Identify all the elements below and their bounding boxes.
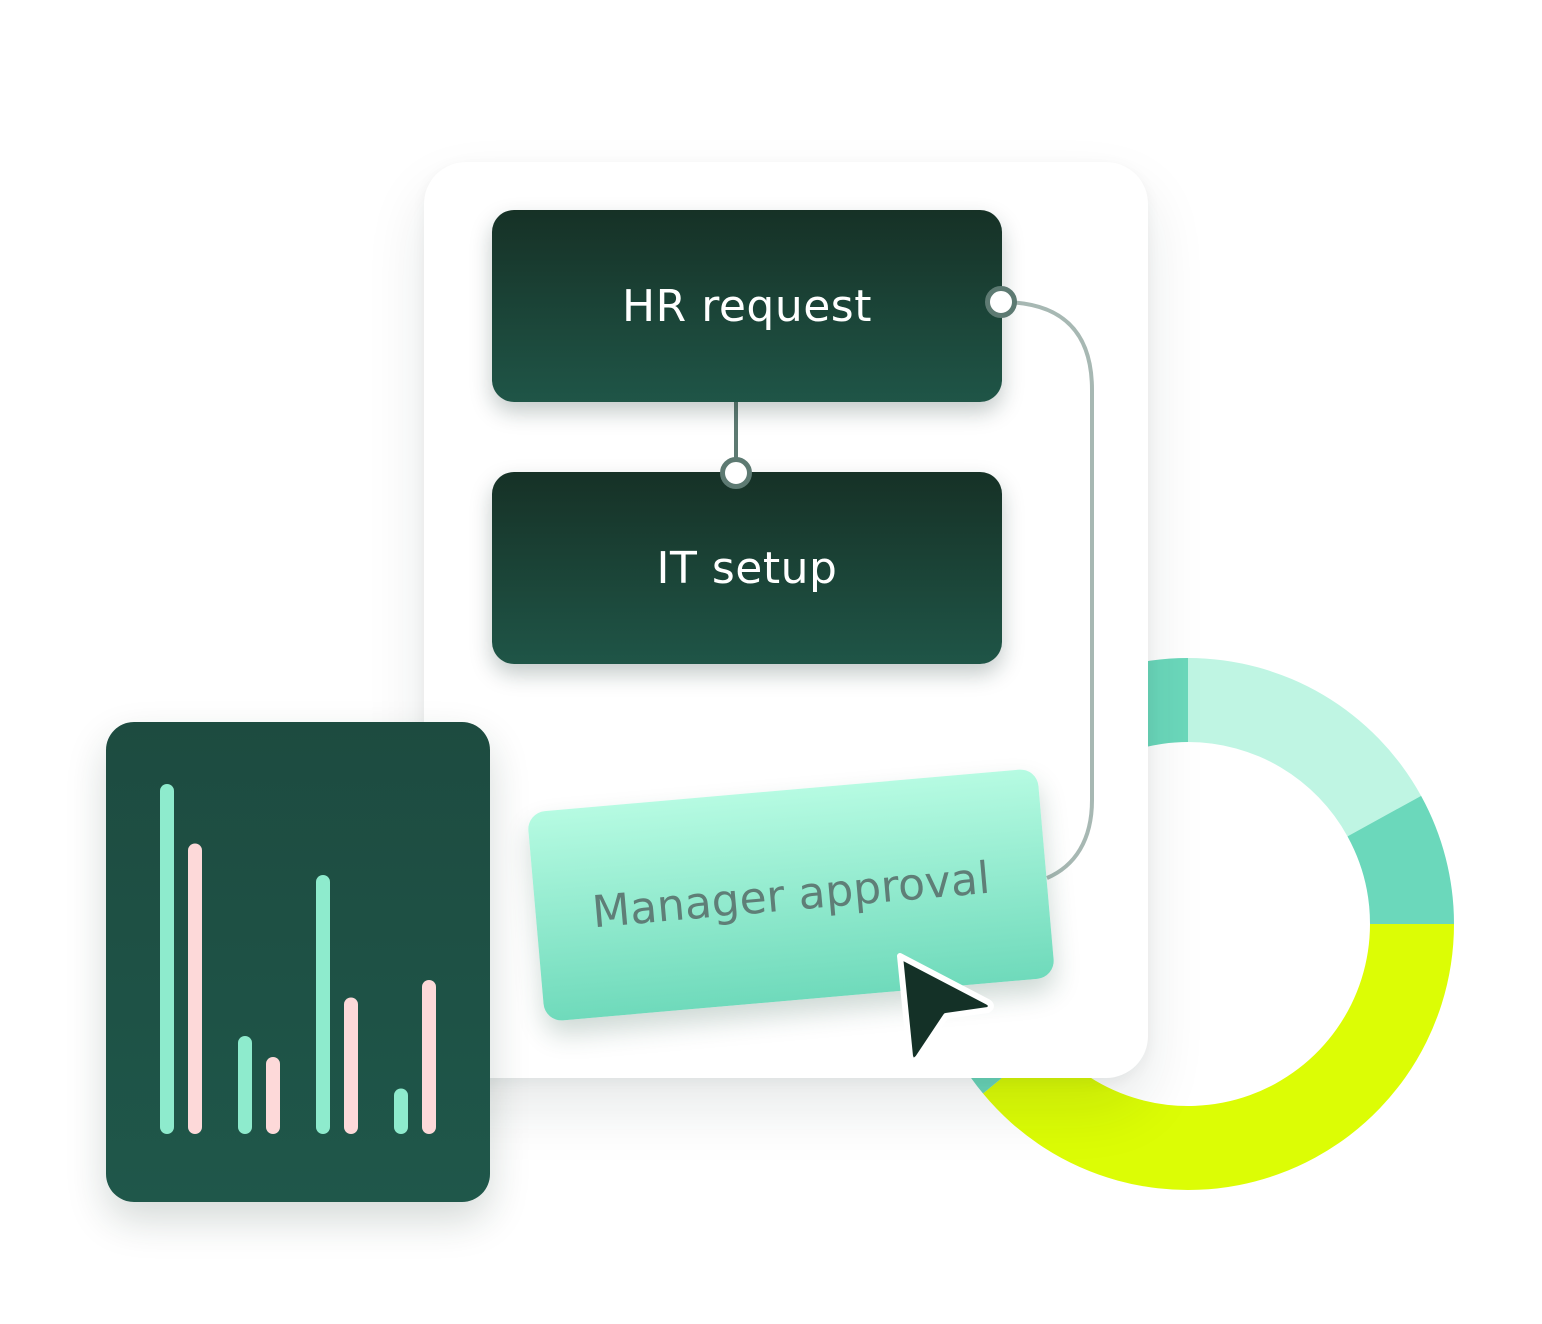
bar-series1-group1: [160, 784, 174, 1134]
bar-series1-group3: [316, 875, 330, 1134]
step-hr-request-label: HR request: [622, 280, 872, 332]
bar-series2-group2: [266, 1057, 280, 1134]
bar-series2-group4: [422, 980, 436, 1134]
donut-segment-1: [1188, 658, 1422, 837]
bar-series2-group3: [344, 997, 358, 1134]
port-it-setup-input[interactable]: [720, 457, 752, 489]
bar-chart: [160, 784, 436, 1134]
step-it-setup[interactable]: IT setup: [492, 472, 1002, 664]
step-it-setup-label: IT setup: [656, 542, 838, 594]
bar-series2-group1: [188, 843, 202, 1134]
bar-series1-group2: [238, 1036, 252, 1134]
port-hr-request-output[interactable]: [985, 286, 1017, 318]
step-hr-request[interactable]: HR request: [492, 210, 1002, 402]
bar-chart-panel: [106, 722, 490, 1202]
step-manager-approval-label: Manager approval: [590, 852, 992, 938]
mouse-pointer-icon: [897, 953, 994, 1062]
donut-segment-3: [983, 924, 1454, 1190]
donut-segment-2: [1347, 795, 1454, 924]
bar-group: [160, 784, 436, 1134]
bar-series1-group4: [394, 1088, 408, 1134]
